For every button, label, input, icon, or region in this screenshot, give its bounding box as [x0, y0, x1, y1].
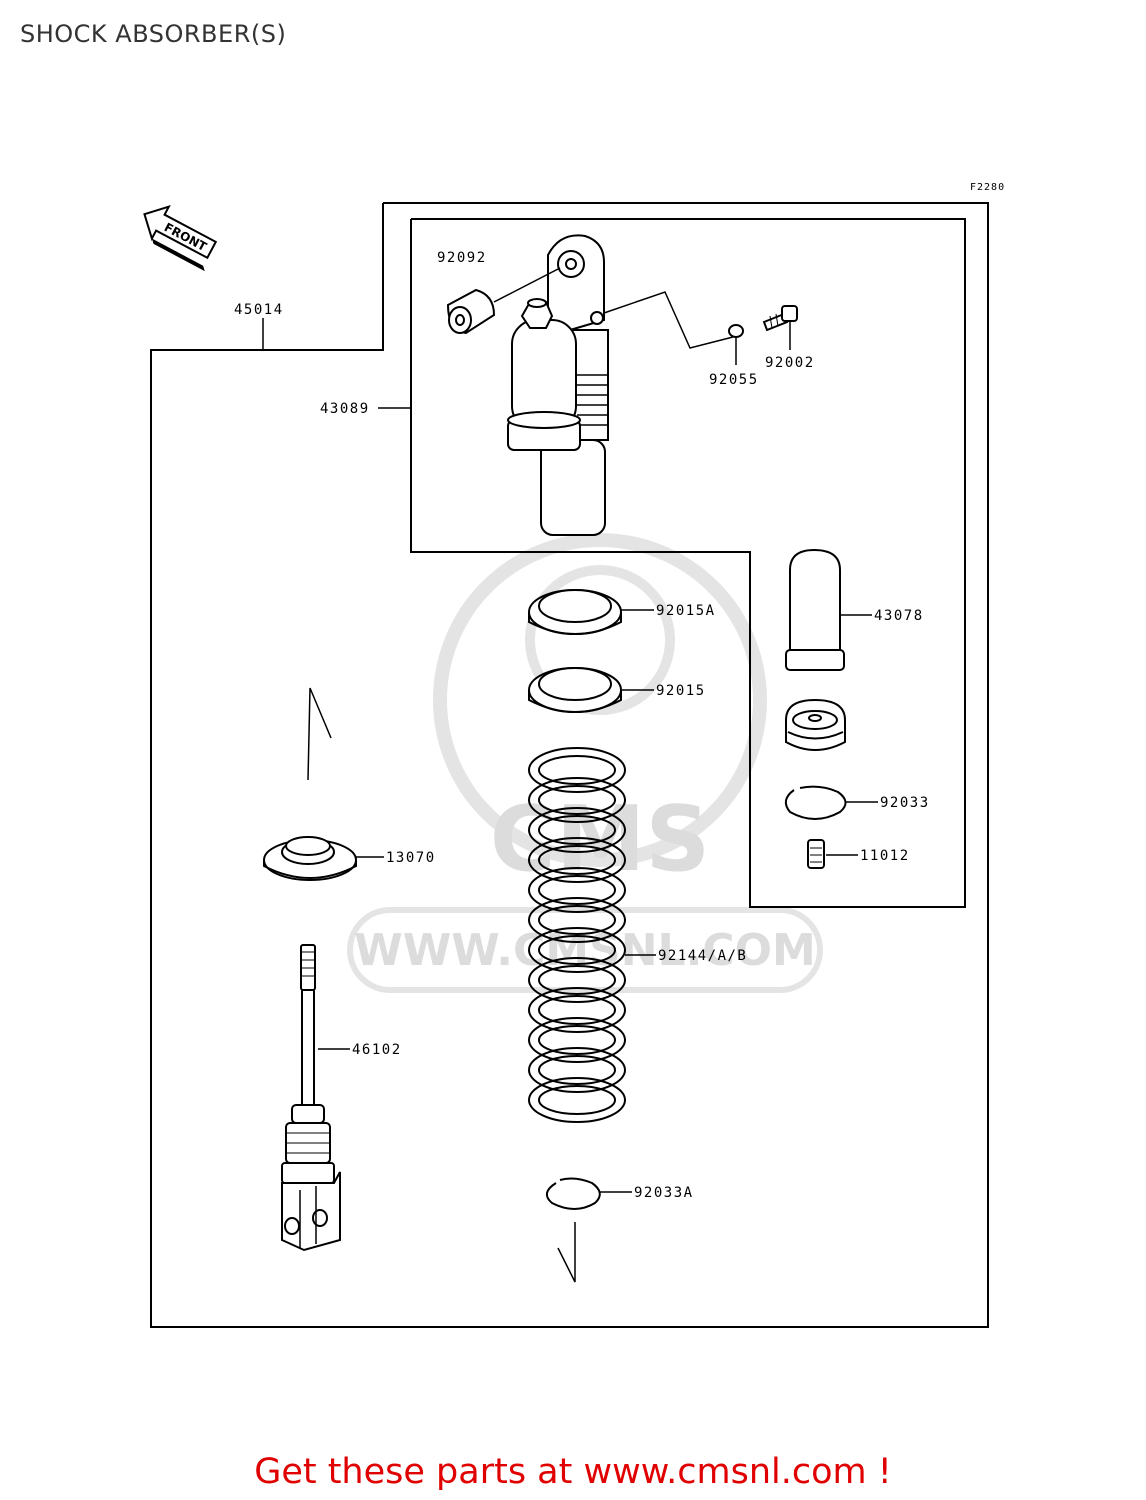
- front-arrow-icon: FRONT: [143, 205, 218, 272]
- shock-absorber-body: [507, 234, 609, 536]
- part-label-45014[interactable]: 45014: [234, 302, 284, 318]
- part-label-92015A[interactable]: 92015A: [656, 603, 716, 619]
- watermark-brand: CMS: [490, 787, 710, 892]
- diagram-ref-code: F2280: [970, 182, 1005, 193]
- nut-92015A: [528, 589, 622, 635]
- part-label-92033[interactable]: 92033: [880, 795, 930, 811]
- nut-92015: [528, 667, 622, 713]
- damper-rod-46102: [281, 944, 341, 1252]
- direction-mark-lower: [557, 1222, 576, 1283]
- page-title: SHOCK ABSORBER(S): [20, 20, 287, 48]
- part-label-43089[interactable]: 43089: [320, 401, 370, 417]
- part-label-92144[interactable]: 92144/A/B: [658, 948, 747, 964]
- spring-92144: [528, 747, 626, 1123]
- bushing-92092: [446, 288, 496, 335]
- washer-92055: [728, 324, 744, 338]
- reservoir-cap-43078: [785, 548, 845, 671]
- assembly-frame-43089: [410, 218, 966, 908]
- part-label-92033A[interactable]: 92033A: [634, 1185, 694, 1201]
- bolt-92002: [762, 305, 798, 332]
- assembly-frame-45014: [150, 202, 989, 1328]
- seal-cap: [785, 698, 846, 751]
- circlip-92033: [784, 785, 847, 820]
- part-label-13070[interactable]: 13070: [386, 850, 436, 866]
- part-label-46102[interactable]: 46102: [352, 1042, 402, 1058]
- part-label-92055[interactable]: 92055: [709, 372, 759, 388]
- bump-stop-13070: [263, 836, 357, 881]
- part-label-92002[interactable]: 92002: [765, 355, 815, 371]
- direction-mark-upper: [307, 687, 332, 781]
- part-label-92092[interactable]: 92092: [437, 250, 487, 266]
- part-label-92015[interactable]: 92015: [656, 683, 706, 699]
- part-label-11012[interactable]: 11012: [860, 848, 910, 864]
- circlip-92033A: [545, 1177, 601, 1210]
- promo-link[interactable]: Get these parts at www.cmsnl.com !: [254, 1452, 892, 1492]
- part-label-43078[interactable]: 43078: [874, 608, 924, 624]
- valve-11012: [807, 839, 825, 869]
